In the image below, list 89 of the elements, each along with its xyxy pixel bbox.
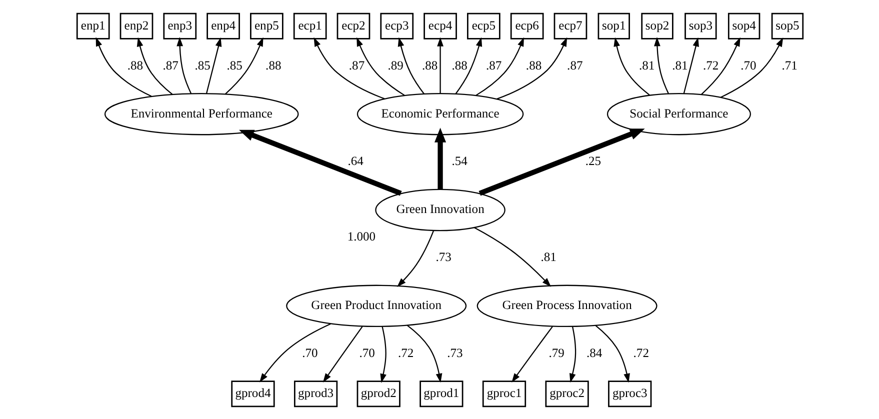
edge-label: .64 [347,154,363,168]
edge-label: .81 [672,58,688,72]
arrow [654,36,668,94]
node-box: sop4 [727,12,760,39]
node-box: gprod2 [356,380,400,407]
edge-label: .73 [446,346,462,360]
arrow [238,129,402,196]
arrow [700,36,740,94]
arrow [496,36,567,99]
edge-label: .72 [398,346,414,360]
arrow [322,326,362,382]
arrow [313,36,384,99]
arrow [569,326,576,382]
arrow [613,36,650,95]
node-box: gproc3 [608,380,652,407]
arrow [720,36,783,98]
edge-label: .88 [422,58,438,72]
edge-label: .87 [485,58,502,72]
node-box: sop1 [597,12,630,39]
node-box: gprod3 [294,380,338,407]
node-box: ecp3 [380,12,414,39]
node-box: gproc1 [482,380,526,407]
edge-label: .87 [348,58,364,72]
edge-label: .87 [162,58,178,72]
node-box: sop2 [640,12,673,39]
arrow [136,36,172,94]
edge-label: .54 [451,154,467,168]
node-ellipse: Economic Performance [356,92,524,135]
edge-label: .73 [435,250,451,264]
edge-label: .85 [226,58,242,72]
node-box: enp5 [250,12,283,39]
node-ellipse: Green Process Innovation [476,284,657,327]
edge-label: .88 [451,58,467,72]
edge-label: .88 [525,58,542,72]
arrow [396,230,434,286]
node-box: enp3 [162,12,196,39]
arrow [397,36,424,94]
arrow [258,322,330,382]
edge-label: .88 [126,58,143,72]
edge-label: .71 [781,58,797,72]
node-box: gproc2 [544,380,588,407]
arrow [380,326,386,382]
edge-label: .84 [586,346,602,360]
edge-label: .87 [566,58,582,72]
arrow [511,326,552,382]
edge-label: .70 [740,58,756,72]
arrow [474,226,551,286]
edge-label: .70 [358,346,374,360]
edge-label: .81 [638,58,654,72]
edge-label: .89 [387,58,403,72]
arrow [682,36,698,94]
node-box: ecp2 [336,12,370,39]
arrow [356,36,404,96]
node-box: ecp6 [510,12,544,39]
edge-label: .85 [194,58,210,72]
node-ellipse: Green Innovation [374,188,505,231]
arrow [224,36,263,94]
node-box: enp1 [76,12,110,39]
node-box: sop5 [770,12,804,39]
node-box: ecp5 [466,12,500,39]
arrow [95,36,152,96]
node-box: ecp4 [423,12,456,39]
arrow [478,128,644,196]
node-box: sop3 [684,12,716,39]
edge-label: .25 [584,154,601,168]
node-ellipse: Green Product Innovation [286,284,466,327]
node-box: ecp1 [292,12,326,39]
arrow [454,36,482,94]
edge-label: .88 [265,58,281,72]
edge-label: .81 [540,250,556,264]
node-box: gprod4 [230,380,274,407]
edge-label: .72 [702,58,718,72]
arrow [205,36,222,94]
arrow [176,36,192,94]
arrow [406,324,442,382]
node-box: enp4 [206,12,240,39]
arrow [594,324,630,382]
node-ellipse: Environmental Performance [104,92,298,135]
node-box: enp2 [119,12,153,39]
arrow [436,36,443,93]
arrow [434,127,446,188]
edge-label: .79 [548,346,564,360]
edge-label: .70 [302,346,318,360]
node-ellipse: Social Performance [606,92,751,135]
arrow [475,36,524,96]
node-box: gprod1 [419,380,463,407]
node-label: 1.000 [346,229,376,244]
node-box: ecp7 [553,12,587,39]
edge-label: .72 [632,346,648,360]
